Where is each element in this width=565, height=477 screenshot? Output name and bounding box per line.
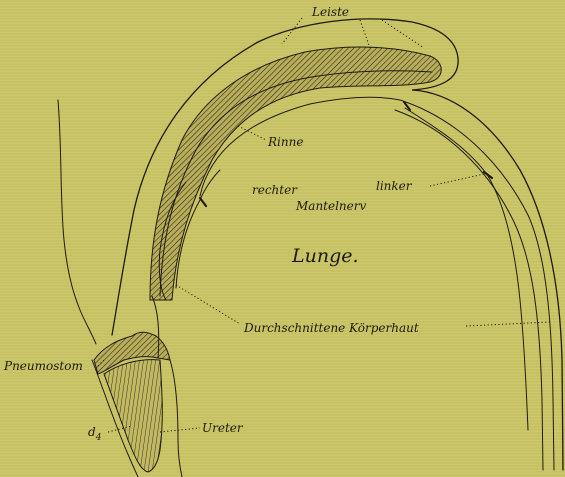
label-leiste: Leiste	[311, 5, 349, 19]
label-d4: d4	[88, 425, 102, 443]
rinne-leader	[238, 126, 266, 140]
label-rechter: rechter	[252, 183, 298, 197]
label-ureter: Ureter	[202, 421, 244, 435]
rechter-nerve-mark	[200, 198, 206, 206]
leiste-leader-2	[360, 20, 370, 48]
label-mantelnerv: Mantelnerv	[295, 199, 366, 213]
mantle-inner-line-2	[395, 110, 543, 470]
lung-right-wall	[405, 108, 528, 430]
label-koerperhaut: Durchschnittene Körperhaut	[243, 321, 419, 335]
label-d4-sub: 4	[95, 433, 102, 443]
lower-body-line-1	[170, 360, 182, 477]
label-lunge: Lunge.	[291, 245, 359, 267]
linker-leader	[430, 174, 484, 186]
ureter-leader	[160, 428, 200, 432]
label-rinne: Rinne	[267, 135, 303, 149]
label-pneumostom: Pneumostom	[3, 359, 83, 373]
label-linker: linker	[376, 179, 413, 193]
leiste-leader-3	[382, 20, 424, 48]
body-wall-line	[58, 100, 96, 344]
koerperhaut-leader-1	[176, 285, 240, 324]
mantle-inner-line-1	[400, 100, 554, 470]
